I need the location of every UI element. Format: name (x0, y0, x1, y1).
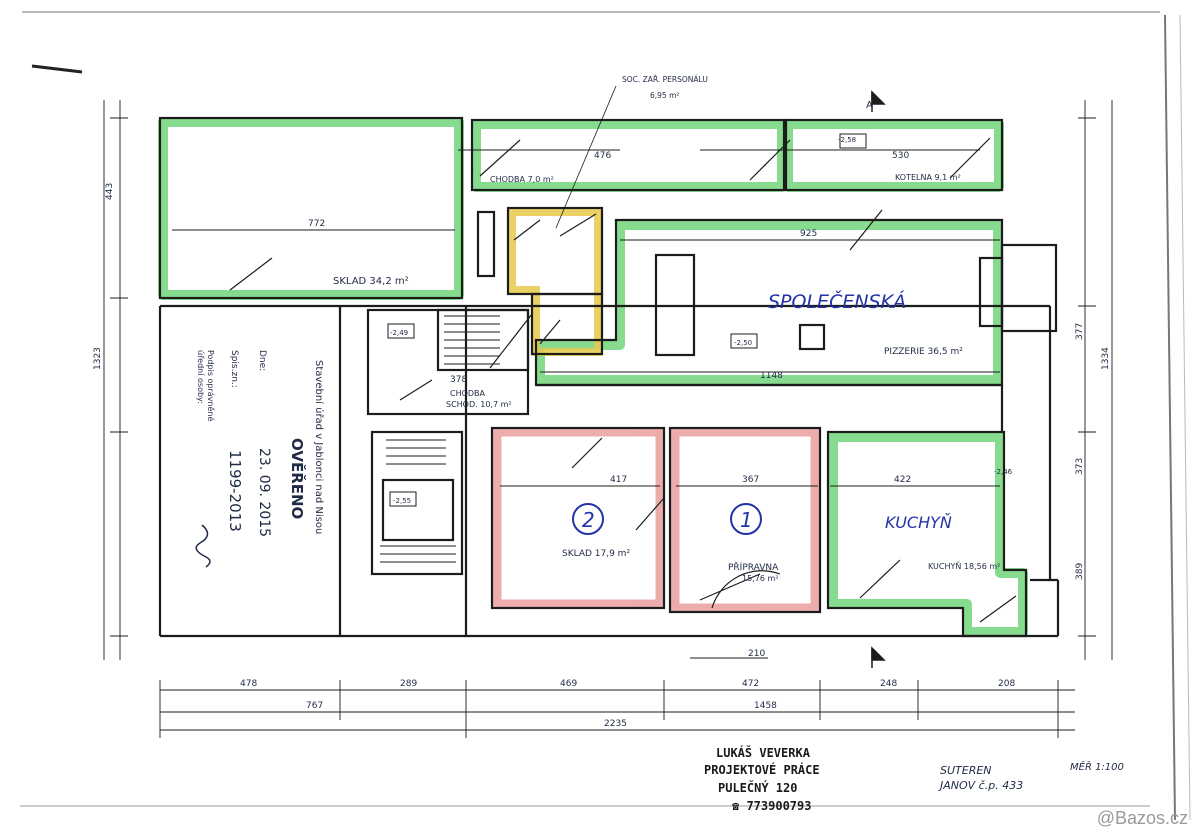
room-label-sklad-left: SKLAD 34,2 m² (333, 276, 409, 287)
dim-text-vertical: 377 (1075, 323, 1085, 340)
room-number-1: 1 (740, 508, 753, 532)
title-author: LUKÁŠ VEVERKA (716, 745, 811, 760)
level-text: -2,55 (393, 497, 411, 505)
dim-text: 478 (240, 679, 257, 689)
room-number-circle (730, 503, 762, 535)
dim-text: 378 (450, 375, 467, 385)
dim-text-vertical: 1323 (93, 347, 103, 370)
level-text: -2,46 (994, 468, 1013, 476)
level-boxes (387, 133, 867, 507)
dim-text: 248 (880, 679, 897, 689)
sheet-name: SUTEREN (940, 764, 992, 777)
section-label: A (866, 100, 873, 111)
dim-text: 1148 (760, 371, 783, 381)
room-label-sklad-mid: SKLAD 17,9 m² (562, 549, 630, 559)
highlight-red (492, 427, 820, 613)
dim-text-vertical: 1334 (1101, 347, 1111, 370)
section-marks (871, 90, 886, 668)
room-label-chodba-top: CHODBA 7,0 m² (490, 175, 554, 184)
room-label-pizzerie: PIZZERIE 36,5 m² (884, 347, 963, 357)
dim-text-vertical: 373 (1075, 458, 1085, 475)
approval-stamp: Stavební úřad v Jablonci nad Nisou OVĚŘE… (195, 350, 325, 568)
stamp-office: Stavební úřad v Jablonci nad Nisou (313, 360, 325, 534)
dim-text: 208 (998, 679, 1015, 689)
room-label-pripravna-area: 15,76 m² (742, 574, 778, 583)
door-swings (229, 137, 1017, 623)
title-address: PULEČNÝ 120 (718, 780, 797, 795)
signature-mark (195, 524, 211, 568)
stamp-spis: Spis.zn.: (229, 350, 239, 388)
level-text: -2,58 (838, 136, 856, 144)
stamp-date: 23. 09. 2015 (256, 448, 272, 537)
dim-text: 767 (306, 701, 323, 711)
room-number-2: 2 (582, 508, 595, 532)
stamp-signer-2: úřední osoby: (196, 350, 205, 404)
stairs (380, 315, 500, 563)
dimension-lines (103, 100, 1113, 738)
dim-text: 2235 (604, 719, 627, 729)
dim-text: 367 (742, 475, 759, 485)
dim-text: 925 (800, 229, 817, 239)
highlight-green (158, 117, 1028, 637)
room-label-zazemi-area: 6,95 m² (650, 91, 679, 100)
dim-text: 1458 (754, 701, 777, 711)
room-label-zazemi: SOC. ZAŘ. PERSONÁLU (622, 75, 708, 84)
title-block: LUKÁŠ VEVERKA PROJEKTOVÉ PRÁCE PULEČNÝ 1… (704, 100, 1124, 813)
stamp-ref: 1199-2013 (226, 450, 244, 532)
watermark: @Bazos.cz (1096, 808, 1188, 828)
room-label-kotelna: KOTELNA 9,1 m² (895, 173, 961, 182)
dim-text: 289 (400, 679, 417, 689)
sheet-address: JANOV č.p. 433 (938, 779, 1023, 792)
dim-text: 472 (742, 679, 759, 689)
level-text: -2,49 (390, 329, 408, 337)
dim-text: 210 (748, 649, 765, 659)
room-label-kuchyn: KUCHYŇ (885, 513, 952, 532)
sheet-scale: MĚŘ 1:100 (1070, 760, 1124, 773)
room-label-schodiste: SCHOD. 10,7 m² (446, 400, 512, 409)
dim-text-vertical: 389 (1075, 563, 1085, 580)
stamp-signer-1: Podpis oprávněné (206, 350, 216, 421)
dim-text: 417 (610, 475, 627, 485)
highlight-yellow (508, 208, 602, 356)
walls (158, 116, 1060, 638)
room-label-pripravna: PŘÍPRAVNA (728, 561, 779, 573)
dim-text: 476 (594, 151, 611, 161)
room-label-kuchyn-area: KUCHYŇ 18,56 m² (928, 561, 1000, 571)
room-label-chodba-schod: CHODBA (450, 389, 486, 398)
stamp-dne: Dne: (257, 350, 267, 371)
dim-text-vertical: 443 (105, 183, 115, 200)
dim-text: 469 (560, 679, 577, 689)
stamp-verified: OVĚŘENO (288, 438, 307, 519)
dim-text: 530 (892, 151, 909, 161)
room-label-spolecenska: SPOLEČENSKÁ (768, 289, 906, 313)
title-phone: ☎ 773900793 (732, 799, 811, 813)
dim-text: 772 (308, 219, 325, 229)
dim-text: 422 (894, 475, 911, 485)
level-text: -2,50 (734, 339, 752, 347)
title-company: PROJEKTOVÉ PRÁCE (704, 762, 820, 777)
room-number-circle (572, 503, 604, 535)
